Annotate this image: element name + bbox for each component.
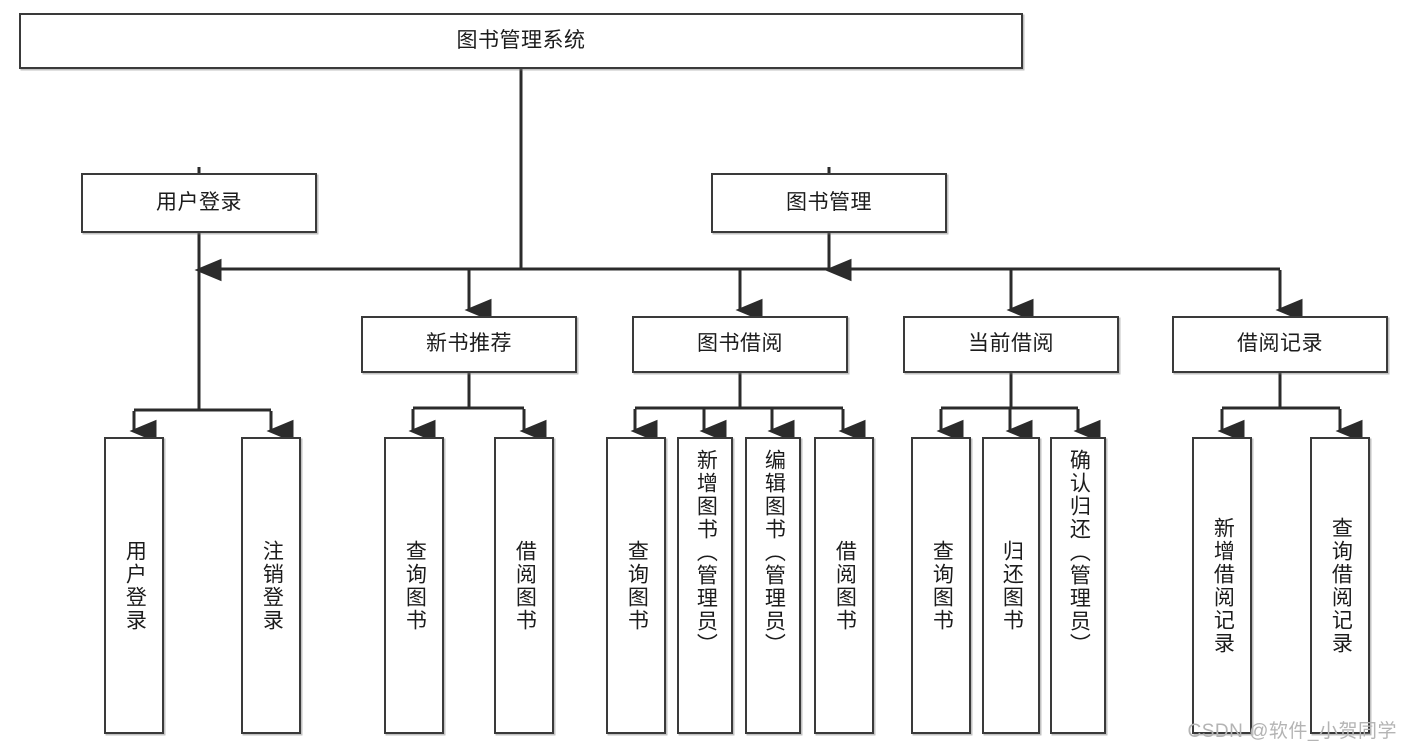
- node-borrow-record-label: 借阅记录: [1237, 332, 1323, 356]
- node-root[interactable]: 图书管理系统: [19, 13, 1023, 69]
- node-leaf-edit-book-label: 编辑图书（管理员）: [762, 449, 786, 656]
- node-leaf-query-book-3[interactable]: 查询图书: [911, 437, 971, 734]
- node-leaf-query-record[interactable]: 查询借阅记录: [1310, 437, 1370, 734]
- node-leaf-query-book-3-label: 查询图书: [930, 539, 954, 632]
- node-new-book-recommend[interactable]: 新书推荐: [361, 316, 577, 373]
- node-user-login[interactable]: 用户登录: [81, 173, 317, 233]
- node-current-borrow[interactable]: 当前借阅: [903, 316, 1119, 373]
- node-leaf-logout-login-label: 注销登录: [260, 539, 284, 632]
- node-leaf-add-book-label: 新增图书（管理员）: [694, 449, 718, 656]
- node-current-borrow-label: 当前借阅: [968, 332, 1054, 356]
- node-leaf-return-book-label: 归还图书: [1000, 539, 1024, 632]
- node-leaf-add-record[interactable]: 新增借阅记录: [1192, 437, 1252, 734]
- watermark-text: CSDN @软件_小贺同学: [1187, 721, 1397, 742]
- node-leaf-confirm-return[interactable]: 确认归还（管理员）: [1050, 437, 1106, 734]
- node-leaf-return-book[interactable]: 归还图书: [982, 437, 1040, 734]
- node-leaf-query-book-1[interactable]: 查询图书: [384, 437, 444, 734]
- node-leaf-edit-book[interactable]: 编辑图书（管理员）: [745, 437, 801, 734]
- node-leaf-query-book-2[interactable]: 查询图书: [606, 437, 666, 734]
- node-book-borrow-label: 图书借阅: [697, 332, 783, 356]
- node-leaf-borrow-book-1-label: 借阅图书: [513, 539, 537, 632]
- node-leaf-borrow-book-2-label: 借阅图书: [833, 539, 857, 632]
- node-borrow-record[interactable]: 借阅记录: [1172, 316, 1388, 373]
- node-book-borrow[interactable]: 图书借阅: [632, 316, 848, 373]
- node-leaf-query-book-2-label: 查询图书: [625, 539, 649, 632]
- node-leaf-logout-login[interactable]: 注销登录: [241, 437, 301, 734]
- node-leaf-user-login-label: 用户登录: [123, 539, 147, 632]
- node-user-login-label: 用户登录: [156, 190, 242, 214]
- node-root-label: 图书管理系统: [456, 28, 586, 52]
- node-leaf-query-book-1-label: 查询图书: [403, 539, 427, 632]
- node-leaf-add-record-label: 新增借阅记录: [1211, 516, 1235, 655]
- node-book-management[interactable]: 图书管理: [711, 173, 947, 233]
- node-leaf-add-book[interactable]: 新增图书（管理员）: [677, 437, 733, 734]
- node-leaf-query-record-label: 查询借阅记录: [1329, 516, 1353, 655]
- node-leaf-user-login[interactable]: 用户登录: [104, 437, 164, 734]
- node-book-management-label: 图书管理: [786, 190, 872, 214]
- node-leaf-borrow-book-1[interactable]: 借阅图书: [494, 437, 554, 734]
- node-new-book-recommend-label: 新书推荐: [426, 332, 512, 356]
- node-leaf-confirm-return-label: 确认归还（管理员）: [1067, 449, 1091, 656]
- node-leaf-borrow-book-2[interactable]: 借阅图书: [814, 437, 874, 734]
